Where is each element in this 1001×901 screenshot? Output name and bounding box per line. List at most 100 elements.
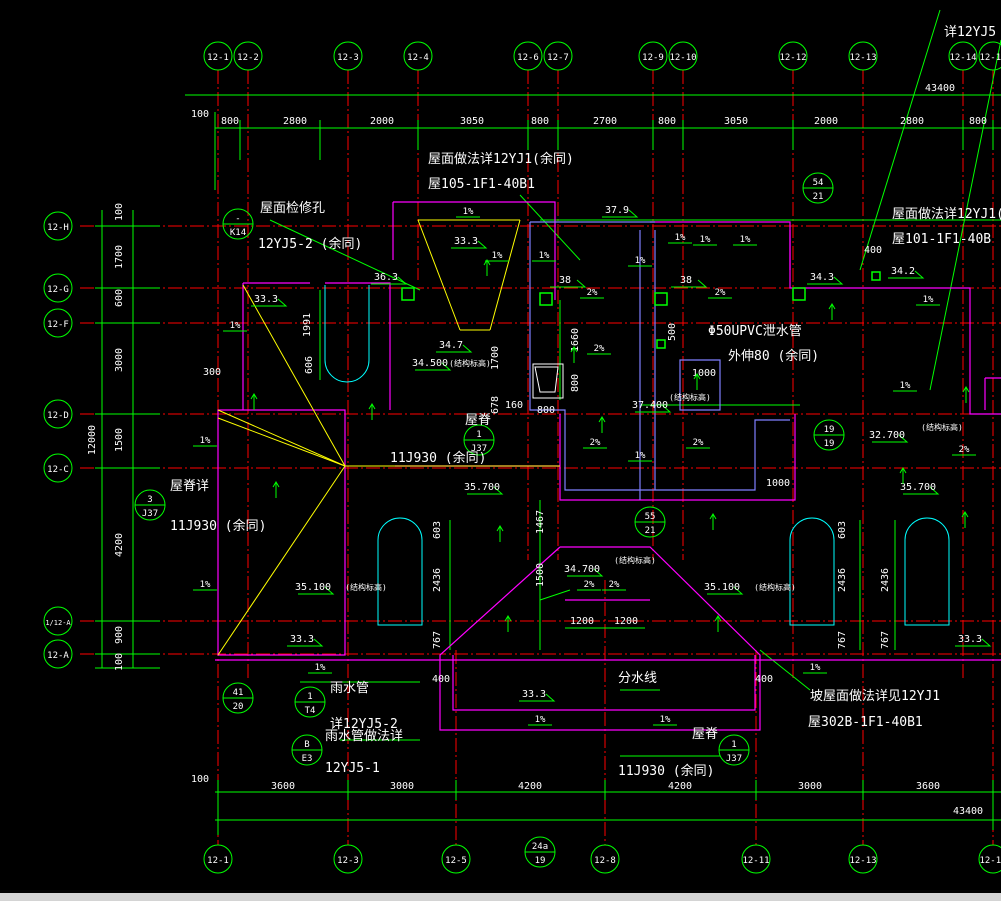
elevation-mark xyxy=(955,638,992,647)
dimension-lines xyxy=(95,9,1001,835)
dim-segment: 800 xyxy=(969,116,987,127)
detail-ref-sheet: 21 xyxy=(645,526,656,536)
elevation-mark xyxy=(451,240,488,249)
drain-arrow xyxy=(828,303,836,320)
note-ridge-bottom-ref: 11J930 (余同) xyxy=(618,763,714,779)
dim-segment: 4200 xyxy=(668,781,692,792)
structural-level-note: (结构标高) xyxy=(754,582,796,592)
local-dimension: 767 xyxy=(837,631,848,649)
axis-label: 12-F xyxy=(47,320,69,330)
dim-segment: 800 xyxy=(531,116,549,127)
note-ridge-detail: 屋脊详 xyxy=(170,479,209,494)
axis-label: 12-1 xyxy=(207,53,229,63)
detail-ref-number: 24a xyxy=(532,842,548,852)
detail-ref-sheet: 21 xyxy=(813,192,824,202)
axis-label: 12-14 xyxy=(949,53,976,63)
axis-label: 12-9 xyxy=(642,53,664,63)
dim-segment: 3000 xyxy=(114,348,125,372)
drain-arrow xyxy=(598,416,606,433)
detail-ref-number: 55 xyxy=(645,512,656,522)
structural-level-note: (结构标高) xyxy=(614,555,656,565)
axis-bubble xyxy=(978,844,1001,874)
note-ridge-detail-ref: 11J930 (余同) xyxy=(170,518,266,534)
elevation-mark xyxy=(602,209,639,218)
elevation-mark xyxy=(635,404,672,413)
axis-label: 12-4 xyxy=(407,53,429,63)
note-access-hatch-ref: 12YJ5-2 (余同) xyxy=(258,236,362,252)
detail-ref-number: - xyxy=(235,214,240,224)
axis-bubble xyxy=(203,41,233,71)
axis-label: 12-15 xyxy=(979,856,1001,866)
note-pitched-roof: 坡屋面做法详见12YJ1 xyxy=(810,689,940,704)
dim-total-top: 43400 xyxy=(925,83,955,94)
note-pitched-roof-code: 屋302B-1F1-40B1 xyxy=(808,715,923,730)
local-dimension: 800 xyxy=(537,405,555,416)
elevation-value: 38 xyxy=(680,275,692,286)
arch-openings xyxy=(324,285,950,626)
dim-segment: 1500 xyxy=(114,428,125,452)
axis-bubble xyxy=(233,41,263,71)
elevation-value: 34.7 xyxy=(439,340,463,351)
axis-bubble xyxy=(441,844,471,874)
local-dimension: 2436 xyxy=(837,568,848,592)
slope-value: 1% xyxy=(740,235,751,245)
dim-segment: 800 xyxy=(658,116,676,127)
detail-ref-sheet: E3 xyxy=(302,754,313,764)
detail-ref-number: 1 xyxy=(307,692,312,702)
note-roof-method-right: 屋面做法详12YJ1( xyxy=(892,207,1001,222)
hatch-block xyxy=(532,363,564,399)
elevation-mark xyxy=(903,486,940,495)
note-ridge-bottom: 屋脊 xyxy=(692,727,718,742)
axis-bubble xyxy=(43,211,73,241)
drain-arrow xyxy=(368,403,376,420)
elevation-mark xyxy=(298,586,335,595)
elevation-mark xyxy=(807,276,844,285)
local-dimension: 1500 xyxy=(535,563,546,587)
note-ridge: 屋脊 xyxy=(465,413,491,428)
detail-ref-number: B xyxy=(304,740,309,750)
axis-bubble xyxy=(43,399,73,429)
ridge-lines xyxy=(217,219,560,656)
axis-bubble xyxy=(741,844,771,874)
slope-value: 1% xyxy=(315,663,326,673)
axis-bubble xyxy=(333,41,363,71)
note-rain-pipe-ref: 详12YJ5-2 xyxy=(330,717,398,732)
drain-arrow xyxy=(899,467,907,484)
local-dimension: 1000 xyxy=(692,368,716,379)
axis-bubble xyxy=(590,844,620,874)
drain-arrow xyxy=(570,346,578,363)
note-ridge-ref: 11J930 (余同) xyxy=(390,450,486,466)
dim-segment: 4200 xyxy=(114,533,125,557)
elevation-mark xyxy=(671,279,708,288)
local-dimension: 603 xyxy=(837,521,848,539)
axis-label: 12-13 xyxy=(849,856,876,866)
roof-drains xyxy=(401,271,881,349)
slope-value: 2% xyxy=(959,445,970,455)
axis-bubble xyxy=(978,41,1001,71)
dim-total-bottom: 43400 xyxy=(953,806,983,817)
elevation-mark xyxy=(550,279,587,288)
elevation-value: 36.3 xyxy=(374,272,398,283)
structural-level-note: (结构标高) xyxy=(449,358,491,368)
structural-level-note: (结构标高) xyxy=(921,422,963,432)
elevation-mark xyxy=(251,298,288,307)
slope-value: 2% xyxy=(594,344,605,354)
roof-outlines xyxy=(215,201,1001,731)
local-dimension: 800 xyxy=(570,374,581,392)
drain-arrow xyxy=(693,373,701,390)
axis-label: 12-3 xyxy=(337,856,359,866)
axis-bubble xyxy=(43,453,73,483)
detail-ref-sheet: J37 xyxy=(142,509,158,519)
axis-label: 12-15 xyxy=(979,53,1001,63)
detail-ref-number: 3 xyxy=(147,495,152,505)
local-dimension: 2436 xyxy=(880,568,891,592)
elevation-mark xyxy=(872,434,909,443)
detail-ref-number: 1 xyxy=(731,740,736,750)
drain-arrow xyxy=(504,615,512,632)
axis-bubble xyxy=(43,606,73,636)
dim-segment: 3600 xyxy=(271,781,295,792)
elevation-mark xyxy=(415,362,452,371)
